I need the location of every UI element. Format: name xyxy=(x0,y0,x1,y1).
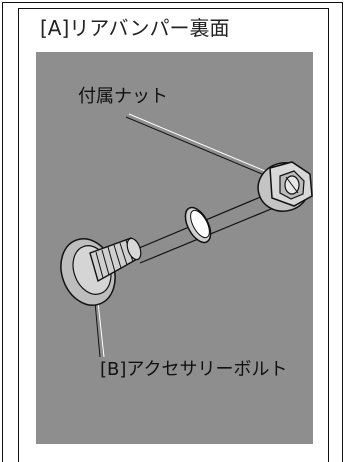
bolt-leader-line-2 xyxy=(97,301,105,358)
nut-leader-line-2 xyxy=(128,113,266,172)
washer-icon xyxy=(184,206,212,244)
flange-bolt-icon xyxy=(60,237,142,306)
flange-nut-icon xyxy=(257,161,313,212)
panel-title: [A]リアバンパー裏面 xyxy=(40,16,230,40)
nut-leader-line-1 xyxy=(125,116,263,175)
bolt-leader-line-1 xyxy=(94,301,101,358)
bolt-label: [B]アクセサリーボルト xyxy=(100,359,288,380)
outer-frame xyxy=(2,2,343,462)
nut-label: 付属ナット xyxy=(78,86,168,107)
